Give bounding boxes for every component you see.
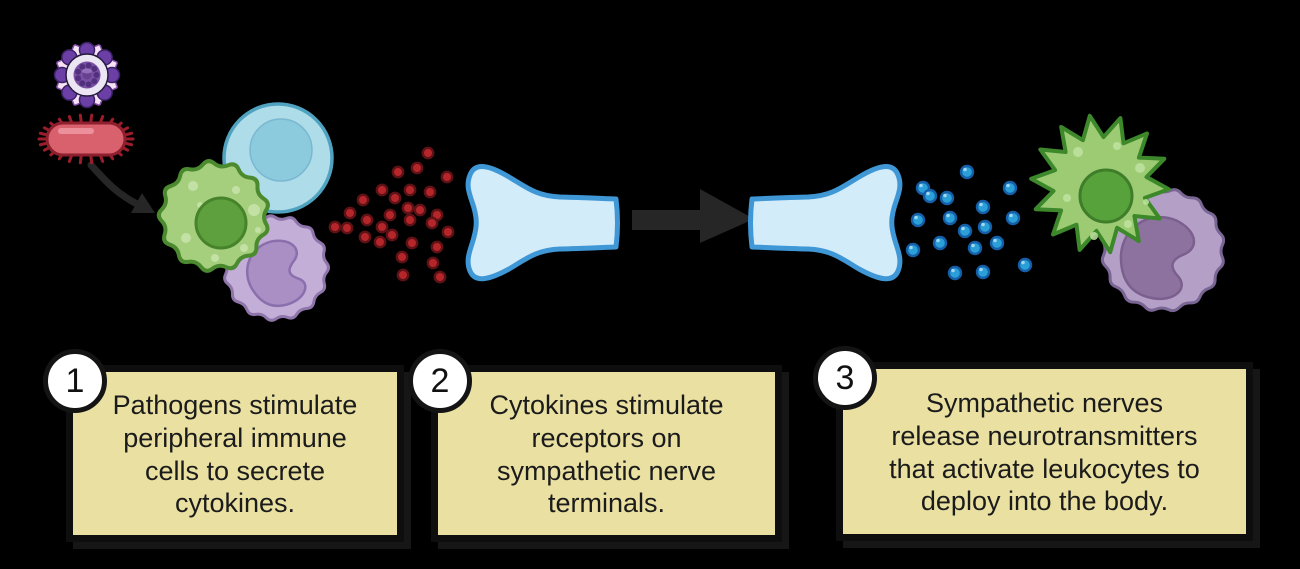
neurotransmitter-particles [905,164,1033,281]
step-2-number: 2 [430,361,450,400]
step-3-number: 3 [835,358,855,397]
step-3-badge: 3 [813,346,877,410]
step-1-number: 1 [65,361,85,400]
immune-cell-green [156,159,270,273]
step-box-1: 1 Pathogens stimulate peripheral immune … [43,349,404,542]
step-1-badge: 1 [43,349,107,413]
step-2-badge: 2 [408,349,472,413]
pathogen-to-cells-arrow-icon [87,161,155,213]
activated-leukocytes [1029,113,1226,313]
virus-icon [53,41,121,109]
step-box-3: 3 Sympathetic nerves release neurotransm… [813,346,1253,541]
bacterium-icon [37,113,135,165]
nerve-terminal-right-icon [748,164,903,282]
step-1-text: Pathogens stimulate peripheral immune ce… [112,389,358,519]
step-box-2: 2 Cytokines stimulate receptors on sympa… [408,349,782,542]
leukocyte-green [1029,113,1171,255]
nerve-terminal-left-icon [465,164,620,282]
step-3-text: Sympathetic nerves release neurotransmit… [889,387,1200,517]
signal-arrow-icon [632,189,754,243]
peripheral-immune-cells [156,102,334,322]
step-2-text: Cytokines stimulate receptors on sympath… [489,389,724,519]
cytokine-particles [328,146,455,284]
